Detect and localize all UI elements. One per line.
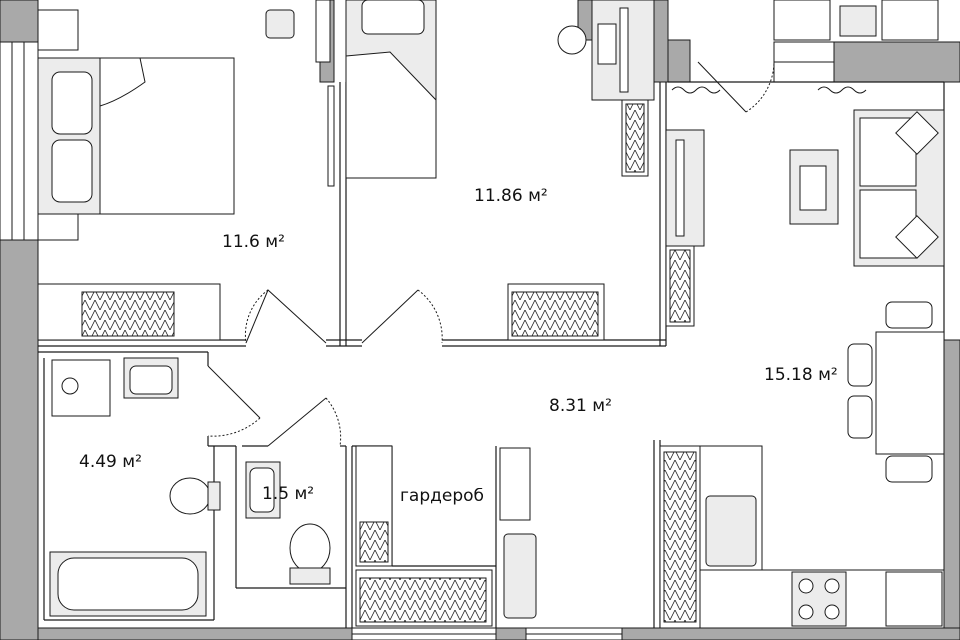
desk-chair xyxy=(557,25,587,55)
wall-right-lower xyxy=(943,339,960,640)
cushion xyxy=(895,111,939,155)
nightstand xyxy=(37,213,79,241)
bedroom-furniture xyxy=(37,0,335,341)
bottom-wall-right xyxy=(621,627,960,640)
nightstand xyxy=(37,9,79,51)
room-area-hallway: 8.31 м² xyxy=(549,396,612,416)
monitor xyxy=(597,23,617,65)
room-area-child-room: 11.86 м² xyxy=(474,186,548,206)
dining-chair xyxy=(885,301,933,329)
tv-stand xyxy=(315,0,331,63)
bathroom-door xyxy=(207,365,261,419)
tv-panel xyxy=(327,85,335,187)
room-label-wardrobe: гардероб xyxy=(400,488,485,505)
windows xyxy=(0,41,835,640)
pillow xyxy=(51,71,93,135)
toilet-bowl xyxy=(169,477,211,515)
left-wall-lower xyxy=(0,239,39,640)
bottom-wall-mid xyxy=(495,627,527,640)
kitchen-furniture xyxy=(659,445,945,629)
room-area-bathroom: 4.49 м² xyxy=(79,452,142,472)
washing-machine xyxy=(51,359,111,417)
doors xyxy=(207,61,867,447)
room-area-toilet: 1.5 м² xyxy=(262,484,315,504)
living-furniture xyxy=(665,0,945,483)
wall-outlet xyxy=(265,9,295,39)
bedroom-door xyxy=(245,289,327,344)
stove xyxy=(791,571,847,627)
child-room-furniture xyxy=(345,0,655,341)
room-area-living-kitchen: 15.18 м² xyxy=(764,365,838,385)
bathroom-fixtures xyxy=(49,357,331,617)
left-wall-upper xyxy=(0,0,39,43)
dining-chair xyxy=(847,395,873,439)
toilet-door xyxy=(267,397,327,447)
wall-top-d xyxy=(667,39,691,83)
cushion xyxy=(895,215,939,259)
wall-top-right xyxy=(833,41,960,83)
fridge xyxy=(885,571,943,627)
wall-top-c xyxy=(653,0,669,83)
window-left xyxy=(0,41,39,241)
dining-chair xyxy=(885,455,933,483)
coffee-table xyxy=(839,5,877,37)
tv-cabinet xyxy=(665,129,705,247)
dining-table xyxy=(875,331,945,455)
armchair xyxy=(881,0,939,41)
balcony-door xyxy=(697,61,747,113)
toilet-bowl xyxy=(289,523,331,573)
dining-chair xyxy=(847,343,873,387)
shoe-rack xyxy=(499,447,531,521)
armchair xyxy=(773,0,831,41)
kitchen-sink xyxy=(705,495,757,567)
child-door xyxy=(361,289,419,344)
bottom-wall-left xyxy=(37,627,353,640)
room-area-bedroom: 11.6 м² xyxy=(222,232,285,252)
wardrobe-furniture xyxy=(355,445,537,627)
shoe-mat xyxy=(503,533,537,619)
pillow xyxy=(51,139,93,203)
